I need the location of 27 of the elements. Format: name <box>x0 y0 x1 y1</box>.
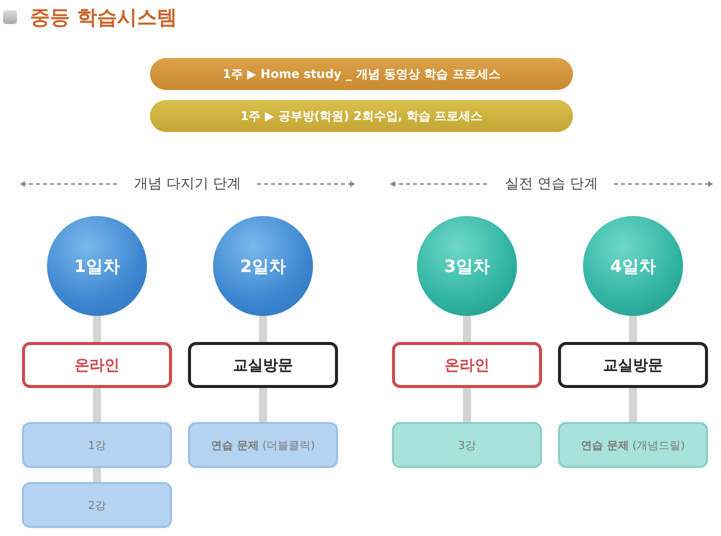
connector-line <box>463 388 471 422</box>
connector-line <box>629 316 637 342</box>
process-banner: 1주 ▶ 공부방(학원) 2회수업, 학습 프로세스 <box>150 100 573 132</box>
lesson-box: 연습 문제 (개념드릴) <box>558 422 708 468</box>
lesson-box: 연습 문제 (더블클릭) <box>188 422 338 468</box>
connector-line <box>93 388 101 422</box>
lesson-box: 3강 <box>392 422 542 468</box>
process-banner: 1주 ▶ Home study _ 개념 동영상 학습 프로세스 <box>150 58 573 90</box>
connector-line <box>463 316 471 342</box>
connector-line <box>259 388 267 422</box>
connector-line <box>629 388 637 422</box>
activity-box: 온라인 <box>392 342 542 388</box>
stage-label: 실전 연습 단계 <box>505 175 598 193</box>
activity-box: 교실방문 <box>558 342 708 388</box>
title: 중등 학습시스템 <box>30 4 177 31</box>
lesson-box: 1강 <box>22 422 172 468</box>
connector-line <box>93 468 101 482</box>
activity-box: 교실방문 <box>188 342 338 388</box>
stage-label: 개념 다지기 단계 <box>134 175 241 193</box>
connector-line <box>259 316 267 342</box>
day-circle: 1일차 <box>47 216 147 316</box>
connector-line <box>93 316 101 342</box>
activity-box: 온라인 <box>22 342 172 388</box>
day-circle: 4일차 <box>583 216 683 316</box>
day-circle: 3일차 <box>417 216 517 316</box>
day-circle: 2일차 <box>213 216 313 316</box>
lesson-box: 2강 <box>22 482 172 528</box>
